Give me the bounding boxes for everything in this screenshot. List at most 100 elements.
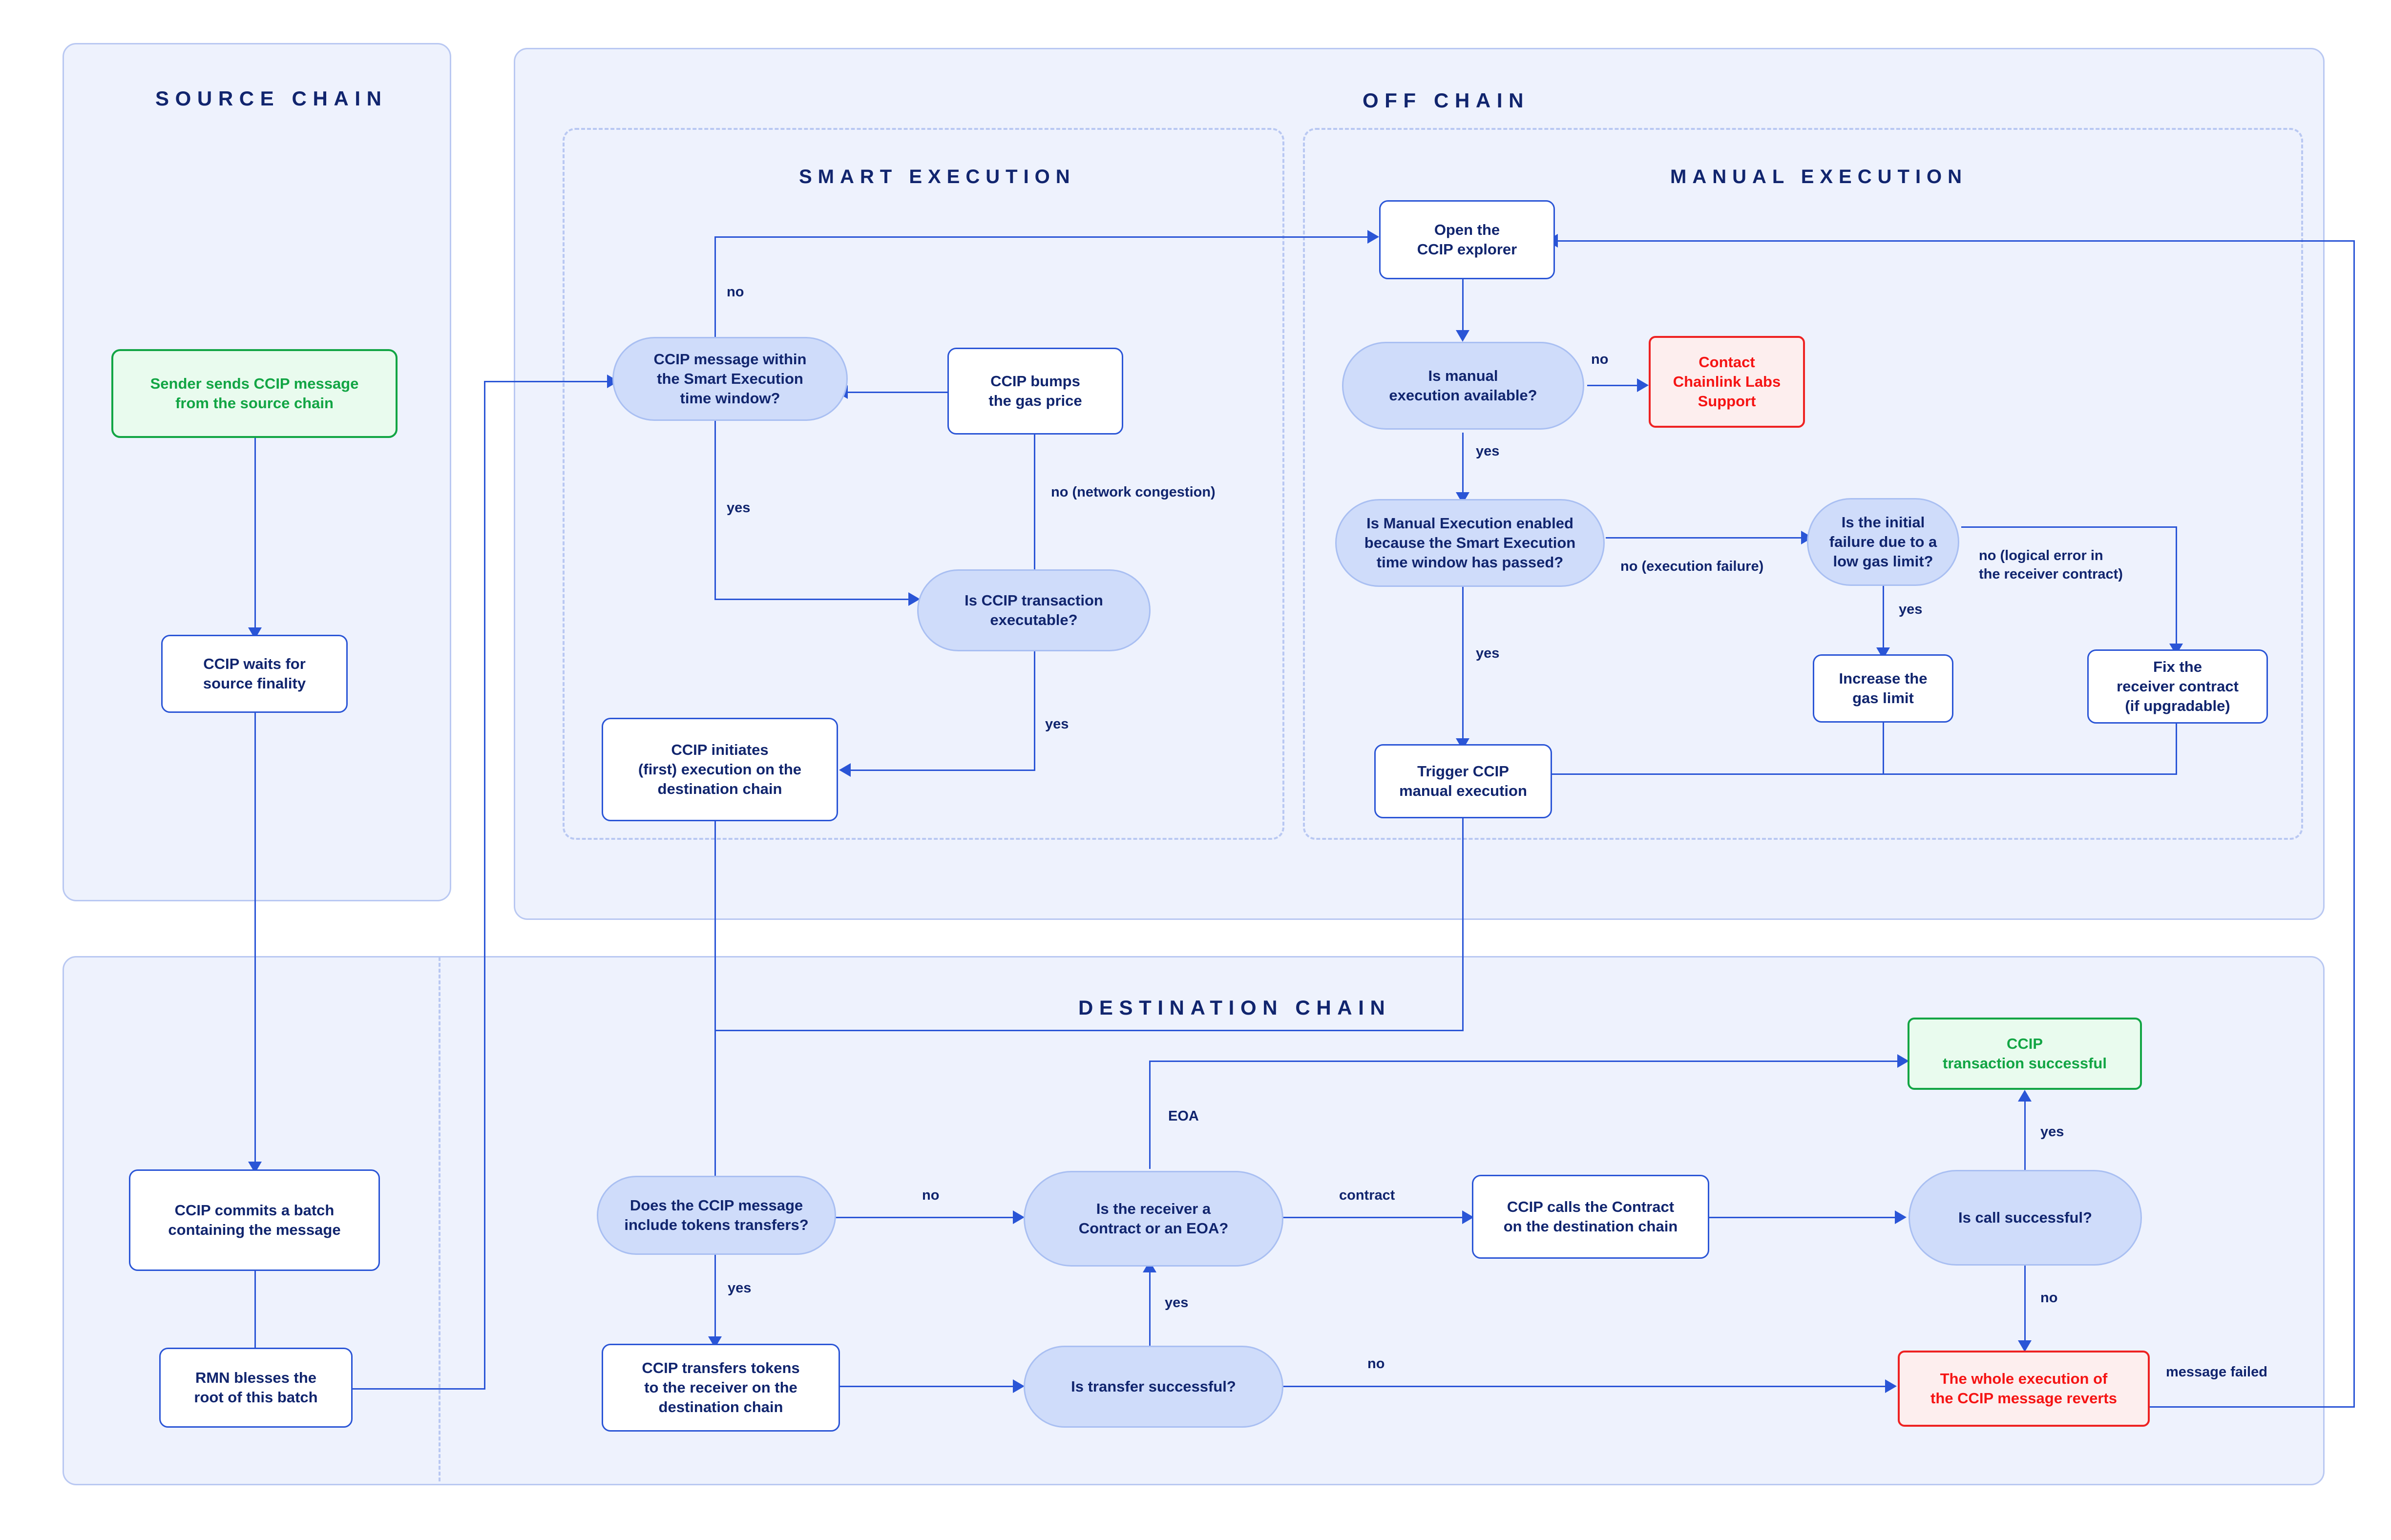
arrow-eoa-to-success bbox=[1897, 1054, 1909, 1068]
edge-enabled-no bbox=[1606, 537, 1805, 539]
panel-off-chain-title: OFF CHAIN bbox=[1363, 89, 1530, 112]
edge-label-smart-yes: yes bbox=[727, 500, 751, 516]
node-calls-contract[interactable]: CCIP calls the Contract on the destinati… bbox=[1472, 1175, 1709, 1259]
panel-source-chain-title: SOURCE CHAIN bbox=[155, 87, 388, 110]
edge-label-enabled-no: no (execution failure) bbox=[1620, 559, 1764, 574]
edge-gas-no-right bbox=[1961, 526, 2177, 528]
edge-rmn-up bbox=[484, 381, 485, 1390]
edge-call-yes-up bbox=[2024, 1099, 2026, 1171]
edge-transfers-to-check bbox=[839, 1386, 1017, 1387]
edge-trigger-down bbox=[1462, 816, 1464, 1031]
node-trigger-manual[interactable]: Trigger CCIP manual execution bbox=[1374, 744, 1552, 818]
arrow-transfers-to-check bbox=[1013, 1379, 1025, 1393]
edge-call-to-check bbox=[1708, 1217, 1898, 1218]
edge-tokens-no bbox=[835, 1217, 1017, 1218]
node-transfer-success[interactable]: Is transfer successful? bbox=[1024, 1346, 1283, 1428]
edge-label-gas-yes: yes bbox=[1899, 602, 1923, 617]
arrow-call-no-down bbox=[2018, 1340, 2032, 1352]
arrow-executable-yes-to-initiates bbox=[839, 763, 851, 777]
edge-label-tokens-yes: yes bbox=[728, 1280, 752, 1296]
node-initial-failure[interactable]: Is the initial failure due to a low gas … bbox=[1807, 498, 1959, 586]
node-execution-reverts[interactable]: The whole execution of the CCIP message … bbox=[1898, 1351, 2150, 1427]
edge-label-congestion: no (network congestion) bbox=[1051, 484, 1216, 500]
edge-contract bbox=[1282, 1217, 1467, 1218]
edge-label-call-no: no bbox=[2040, 1290, 2058, 1306]
node-commits-batch[interactable]: CCIP commits a batch containing the mess… bbox=[129, 1169, 380, 1271]
edge-manual-no bbox=[1587, 385, 1641, 386]
arrow-call-to-check bbox=[1895, 1210, 1907, 1224]
edge-initiates-down bbox=[714, 820, 716, 1188]
arrow-explorer-to-manual bbox=[1456, 330, 1469, 342]
edge-label-eoa: EOA bbox=[1168, 1108, 1199, 1124]
node-call-success[interactable]: Is call successful? bbox=[1909, 1170, 2142, 1266]
arrow-tokens-no-to-receiver bbox=[1013, 1210, 1025, 1224]
edge-label-enabled-yes: yes bbox=[1476, 645, 1500, 661]
edge-explorer-to-manual bbox=[1462, 278, 1464, 336]
edge-rmn-right bbox=[353, 1388, 485, 1390]
edge-failed-right bbox=[2149, 1406, 2355, 1408]
edge-label-smart-no: no bbox=[727, 284, 744, 300]
edge-gas-yes-down bbox=[1883, 585, 1884, 653]
edge-rmn-to-smart bbox=[484, 381, 611, 382]
edge-label-manual-yes: yes bbox=[1476, 443, 1500, 459]
edge-tokens-yes-down bbox=[714, 1255, 716, 1342]
node-bumps-gas[interactable]: CCIP bumps the gas price bbox=[947, 348, 1123, 435]
edge-transfer-yes-up bbox=[1149, 1269, 1151, 1359]
edge-increase-down bbox=[1883, 720, 1884, 774]
edge-finality-to-commit bbox=[254, 710, 256, 1167]
subpanel-smart-execution bbox=[563, 128, 1284, 840]
edge-rail-to-trigger bbox=[1507, 773, 2177, 775]
arrow-smart-no-to-explorer bbox=[1367, 230, 1379, 244]
edge-eoa-up bbox=[1149, 1061, 1151, 1169]
edge-smart-no-right bbox=[714, 236, 1371, 238]
edge-label-transfer-yes: yes bbox=[1165, 1295, 1189, 1311]
node-increase-gas[interactable]: Increase the gas limit bbox=[1813, 654, 1953, 723]
edge-enabled-yes-down bbox=[1462, 582, 1464, 744]
node-contact-support[interactable]: Contact Chainlink Labs Support bbox=[1649, 336, 1805, 428]
edge-label-call-yes: yes bbox=[2040, 1124, 2064, 1140]
node-transfers-tokens[interactable]: CCIP transfers tokens to the receiver on… bbox=[602, 1344, 840, 1432]
subpanel-manual-execution-title: MANUAL EXECUTION bbox=[1670, 166, 1968, 187]
edge-executable-no-up bbox=[1034, 430, 1035, 571]
subpanel-manual-execution bbox=[1303, 128, 2303, 840]
arrow-call-yes-up bbox=[2018, 1090, 2032, 1102]
node-sender-sends[interactable]: Sender sends CCIP message from the sourc… bbox=[111, 349, 398, 438]
node-initiates-exec[interactable]: CCIP initiates (first) execution on the … bbox=[602, 718, 838, 821]
node-tx-executable[interactable]: Is CCIP transaction executable? bbox=[917, 569, 1151, 651]
edge-call-no-down bbox=[2024, 1266, 2026, 1346]
edge-label-message-failed: message failed bbox=[2166, 1364, 2267, 1380]
node-include-tokens[interactable]: Does the CCIP message include tokens tra… bbox=[597, 1176, 836, 1255]
arrow-manual-no-to-support bbox=[1637, 378, 1649, 392]
edge-label-contract: contract bbox=[1339, 1187, 1395, 1203]
edge-sender-to-finality bbox=[254, 437, 256, 633]
node-open-explorer[interactable]: Open the CCIP explorer bbox=[1379, 200, 1555, 279]
edge-smart-no-up bbox=[714, 236, 716, 337]
arrow-transfer-no-to-revert bbox=[1885, 1379, 1897, 1393]
node-smart-window[interactable]: CCIP message within the Smart Execution … bbox=[612, 337, 848, 421]
edge-label-transfer-no: no bbox=[1367, 1356, 1385, 1372]
edge-label-manual-no: no bbox=[1591, 352, 1609, 367]
node-waits-finality[interactable]: CCIP waits for source finality bbox=[161, 635, 348, 713]
destination-divider bbox=[439, 957, 440, 1481]
edge-eoa-right bbox=[1149, 1061, 1901, 1062]
node-fix-receiver[interactable]: Fix the receiver contract (if upgradable… bbox=[2087, 649, 2268, 724]
edge-failed-up bbox=[2353, 240, 2355, 1407]
node-rmn-blesses[interactable]: RMN blesses the root of this batch bbox=[159, 1348, 353, 1428]
edge-transfer-no bbox=[1282, 1386, 1889, 1387]
edge-bumps-to-smart bbox=[846, 392, 949, 393]
edge-executable-yes-left bbox=[850, 770, 1035, 771]
node-manual-enabled[interactable]: Is Manual Execution enabled because the … bbox=[1335, 499, 1605, 587]
node-manual-available[interactable]: Is manual execution available? bbox=[1342, 342, 1584, 430]
edge-failed-to-explorer bbox=[1557, 240, 2355, 242]
edge-fix-down bbox=[2176, 720, 2177, 774]
edge-smart-yes-right bbox=[714, 599, 912, 600]
panel-source-chain bbox=[63, 43, 451, 901]
edge-smart-yes-down bbox=[714, 420, 716, 600]
edge-trigger-left bbox=[714, 1030, 1464, 1031]
edge-label-executable-yes: yes bbox=[1045, 716, 1069, 732]
edge-commit-to-rmn bbox=[254, 1269, 256, 1364]
edge-label-gas-no: no (logical error in the receiver contra… bbox=[1979, 548, 2123, 582]
node-tx-successful[interactable]: CCIP transaction successful bbox=[1908, 1018, 2142, 1090]
node-receiver-type[interactable]: Is the receiver a Contract or an EOA? bbox=[1024, 1171, 1283, 1267]
